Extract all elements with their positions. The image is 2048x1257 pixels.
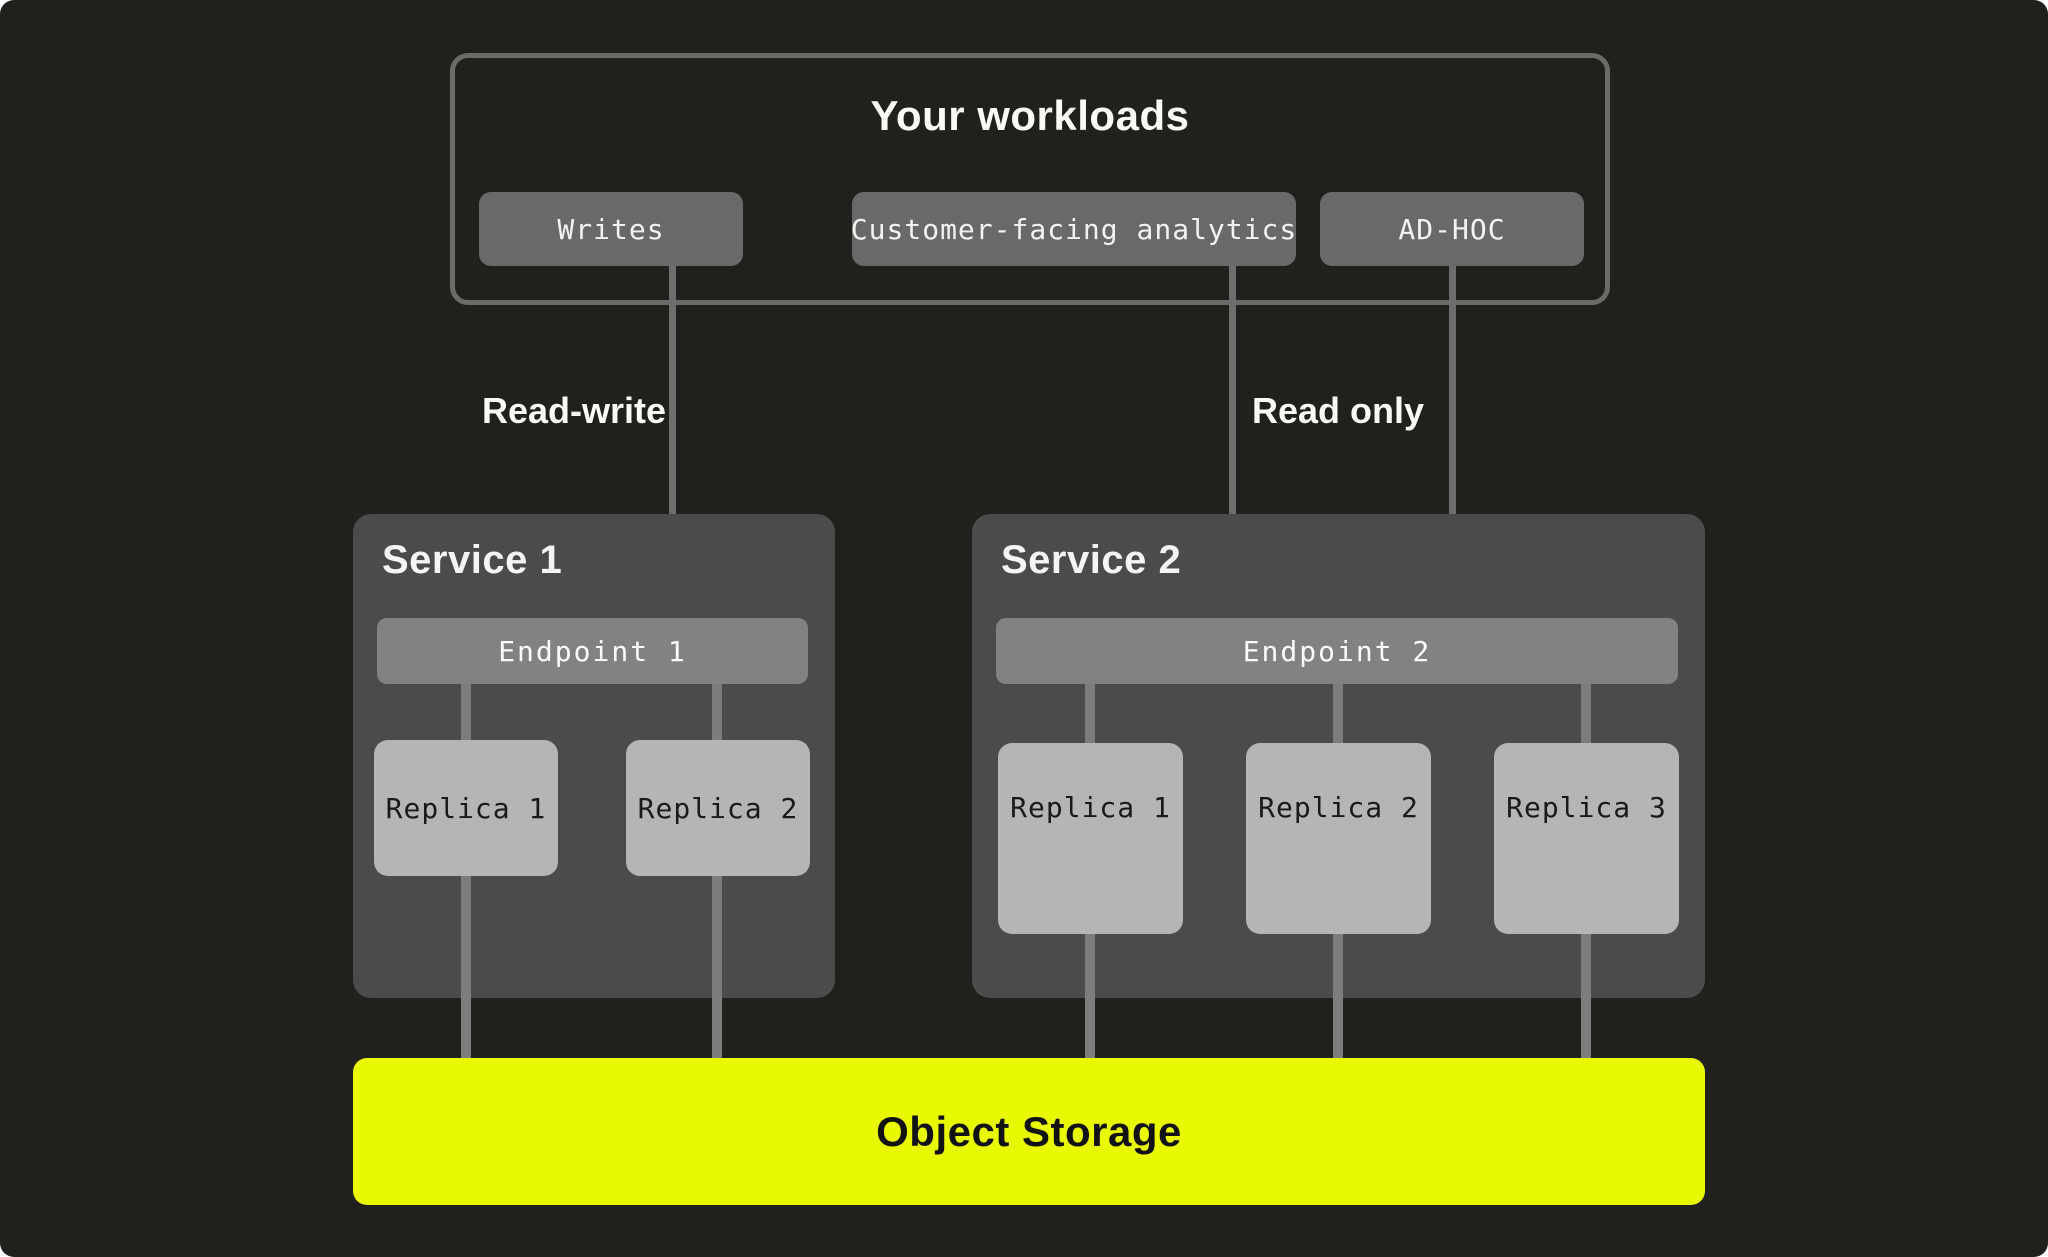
workload-chip-analytics-label: Customer-facing analytics bbox=[850, 212, 1298, 246]
workload-chip-customer-facing-analytics: Customer-facing analytics bbox=[850, 192, 1298, 266]
endpoint-1-bar: Endpoint 1 bbox=[377, 618, 808, 684]
service2-replica-1-label: Replica 1 bbox=[1010, 791, 1171, 824]
service1-replica-1-box: Replica 1 bbox=[374, 740, 558, 876]
service2-replica-3-label: Replica 3 bbox=[1506, 791, 1667, 824]
service1-replica-2-label: Replica 2 bbox=[637, 791, 799, 825]
object-storage-bar: Object Storage bbox=[353, 1058, 1705, 1205]
endpoint-2-bar: Endpoint 2 bbox=[996, 618, 1678, 684]
workloads-container bbox=[450, 53, 1610, 305]
workload-chip-ad-hoc: AD-HOC bbox=[1320, 192, 1584, 266]
workloads-title: Your workloads bbox=[870, 92, 1190, 139]
service1-replica-2-box: Replica 2 bbox=[626, 740, 810, 876]
service2-replica-3-box: Replica 3 bbox=[1494, 743, 1679, 934]
service2-replica-1-box: Replica 1 bbox=[998, 743, 1183, 934]
read-only-label: Read only bbox=[1251, 390, 1425, 431]
service-2-title: Service 2 bbox=[1001, 538, 1182, 582]
arrow-writes-to-endpoint1-line bbox=[669, 266, 676, 585]
workload-chip-writes-label: Writes bbox=[557, 212, 665, 246]
arrow-adhoc-to-endpoint2-line bbox=[1449, 266, 1456, 585]
object-storage-label: Object Storage bbox=[876, 1107, 1182, 1155]
service2-replica-2-label: Replica 2 bbox=[1258, 791, 1419, 824]
service1-replica-1-label: Replica 1 bbox=[385, 791, 547, 825]
arrow-analytics-to-endpoint2-line bbox=[1229, 266, 1236, 585]
service2-replica-2-box: Replica 2 bbox=[1246, 743, 1431, 934]
workload-chip-ad-hoc-label: AD-HOC bbox=[1398, 212, 1506, 246]
workload-chip-writes: Writes bbox=[479, 192, 743, 266]
endpoint-2-label: Endpoint 2 bbox=[1242, 634, 1432, 668]
read-write-label: Read-write bbox=[481, 390, 667, 431]
service-1-title: Service 1 bbox=[382, 538, 563, 582]
endpoint-1-label: Endpoint 1 bbox=[498, 634, 687, 668]
